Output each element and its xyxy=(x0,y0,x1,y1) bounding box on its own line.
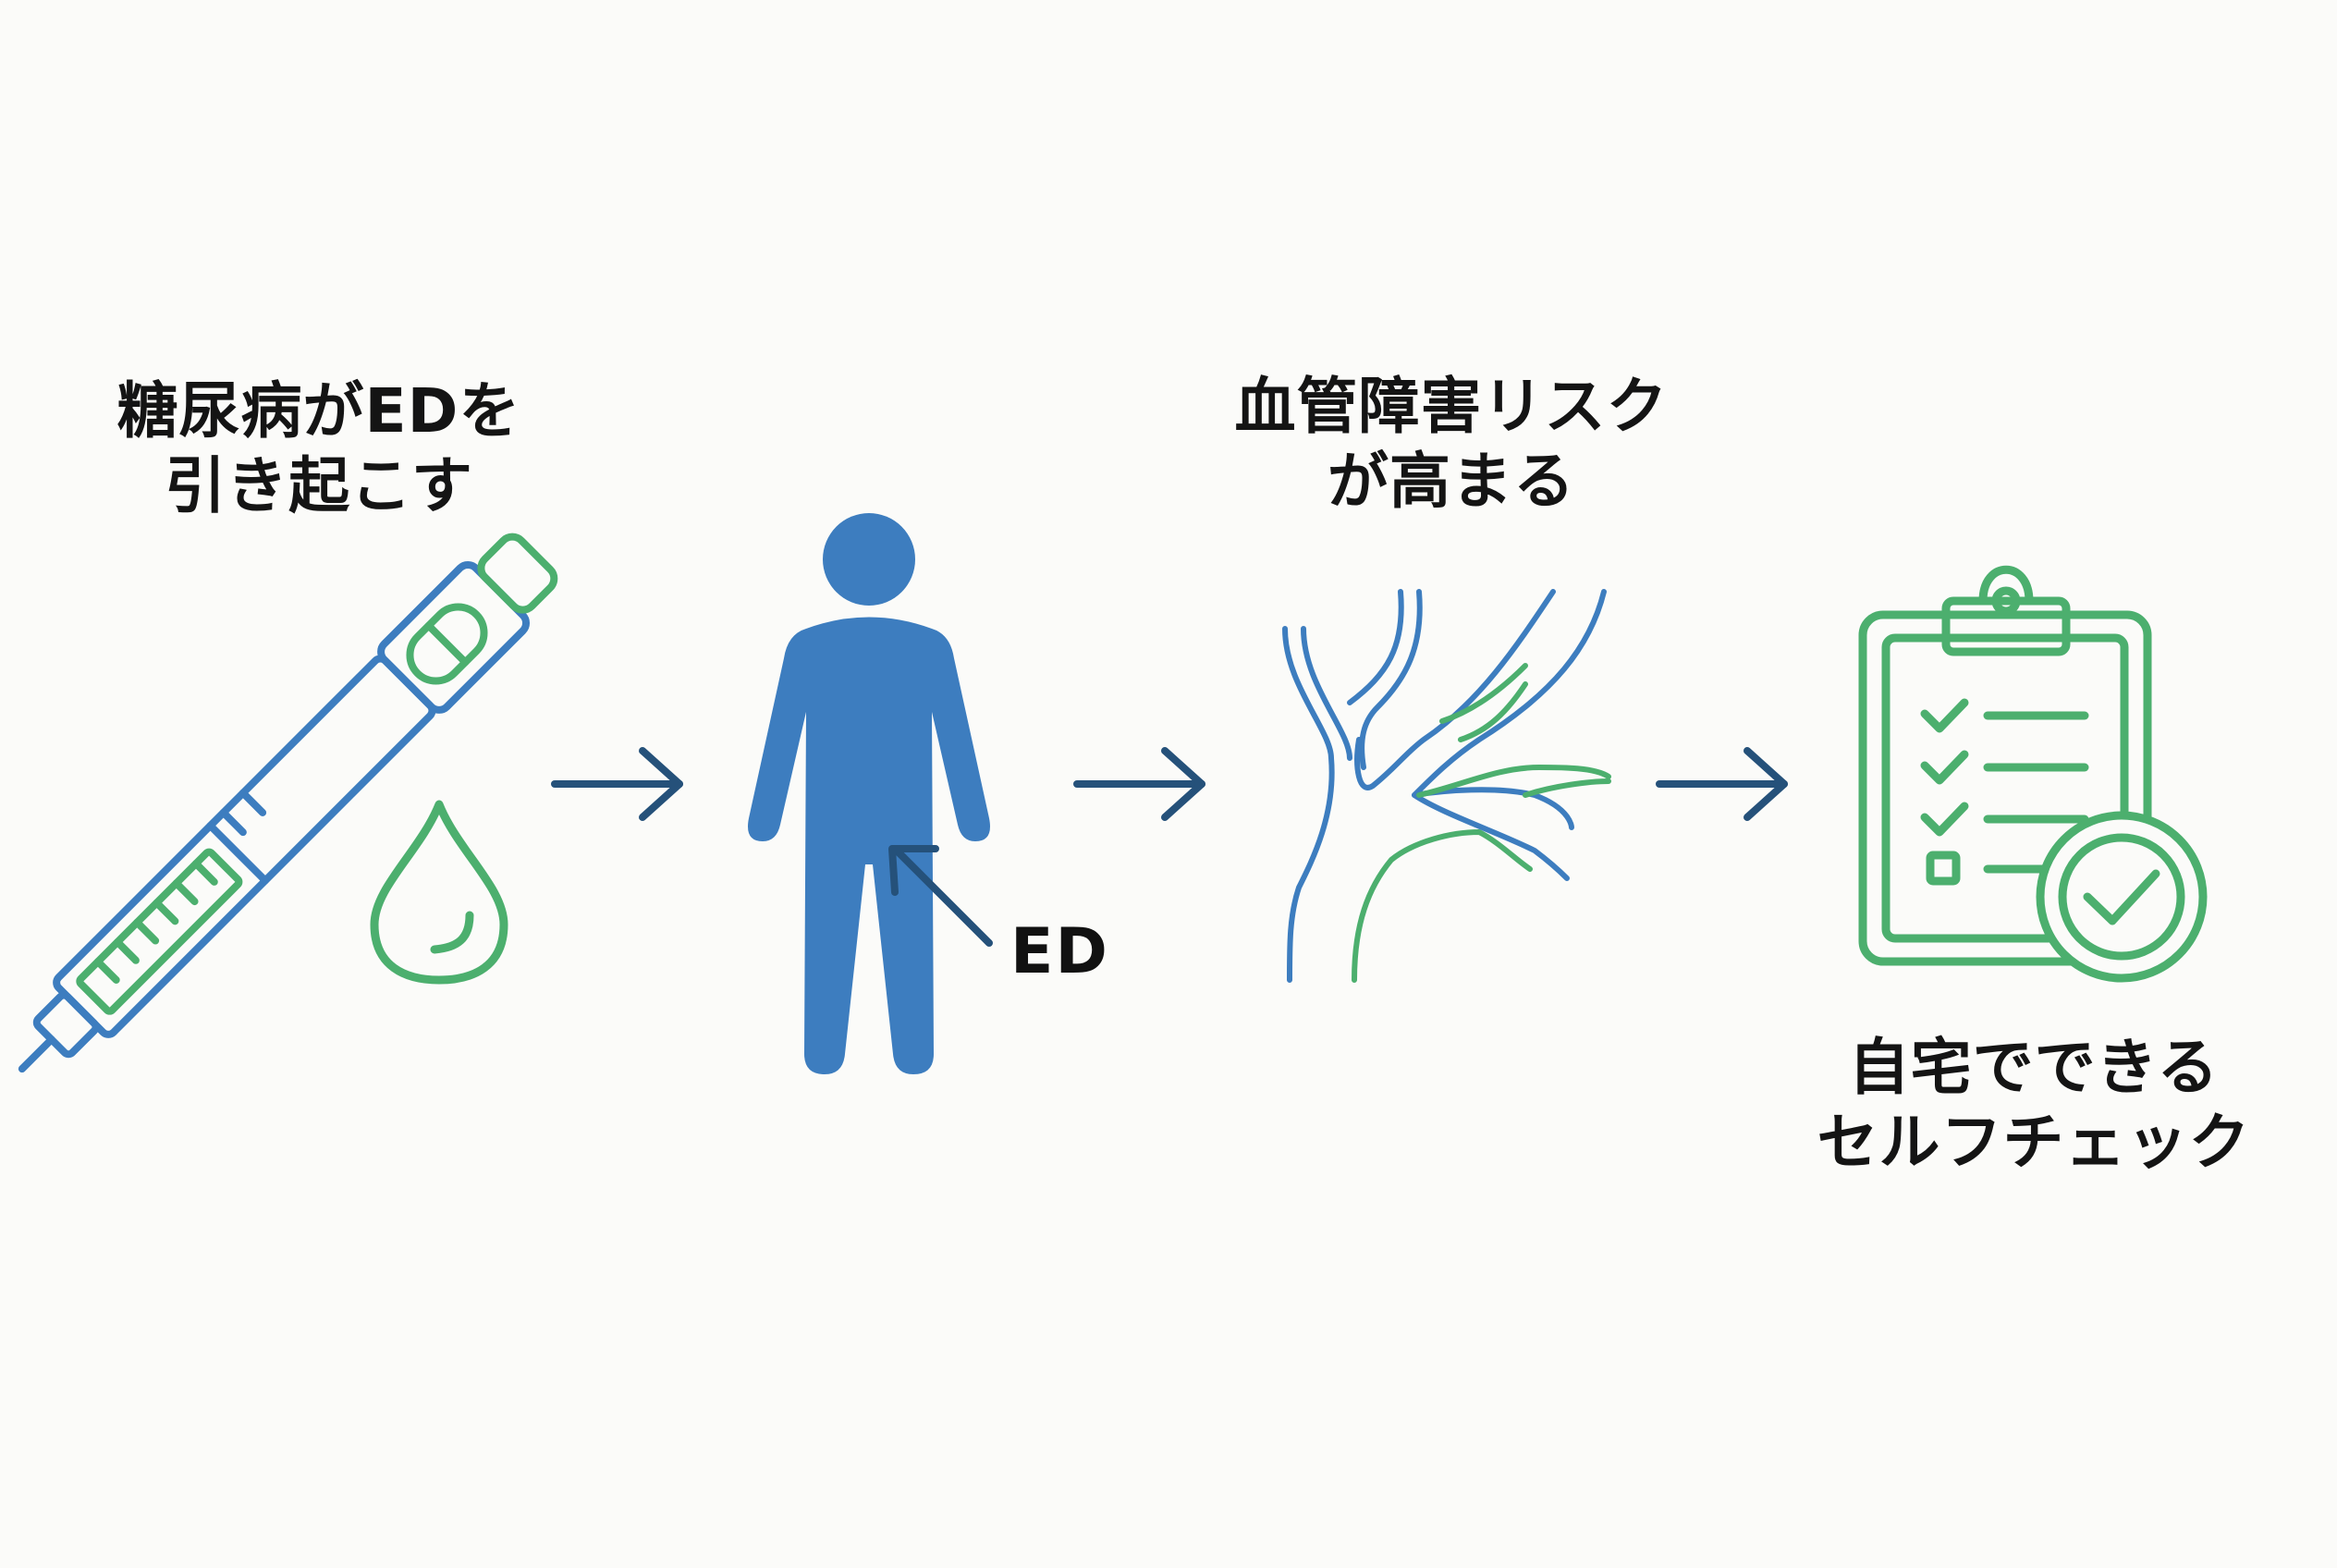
arrow-icon-3 xyxy=(1656,747,1788,821)
insulin-pen-icon xyxy=(18,533,558,1073)
arrow-icon-1 xyxy=(551,747,683,821)
diabetes-label-line1: 糖尿病がEDを xyxy=(116,375,521,447)
vascular-label-line2: が高まる xyxy=(1328,445,1575,517)
vascular-label-line1: 血管障害リスク xyxy=(1234,371,1669,442)
ed-pointer-arrow-icon xyxy=(888,845,993,947)
person-icon xyxy=(748,513,990,1074)
arrow-icon-2 xyxy=(1073,747,1205,821)
blood-vessel-icon xyxy=(1282,589,1611,983)
clipboard-check-icon xyxy=(1858,565,2208,983)
ed-callout-label: ED xyxy=(1010,915,1109,988)
self-check-label-line1: 自宅でできる xyxy=(1848,1032,2220,1103)
vascular-risk-label: 血管障害リスク が高まる xyxy=(1174,370,1729,519)
self-check-label: 自宅でできる セルフチェック xyxy=(1729,1031,2337,1180)
self-check-label-line2: セルフチェック xyxy=(1817,1106,2251,1178)
blood-drop-icon xyxy=(370,800,508,985)
diabetes-label-line2: 引き起こす xyxy=(165,449,473,521)
diabetes-causes-ed-label: 糖尿病がEDを 引き起こす xyxy=(55,374,582,523)
